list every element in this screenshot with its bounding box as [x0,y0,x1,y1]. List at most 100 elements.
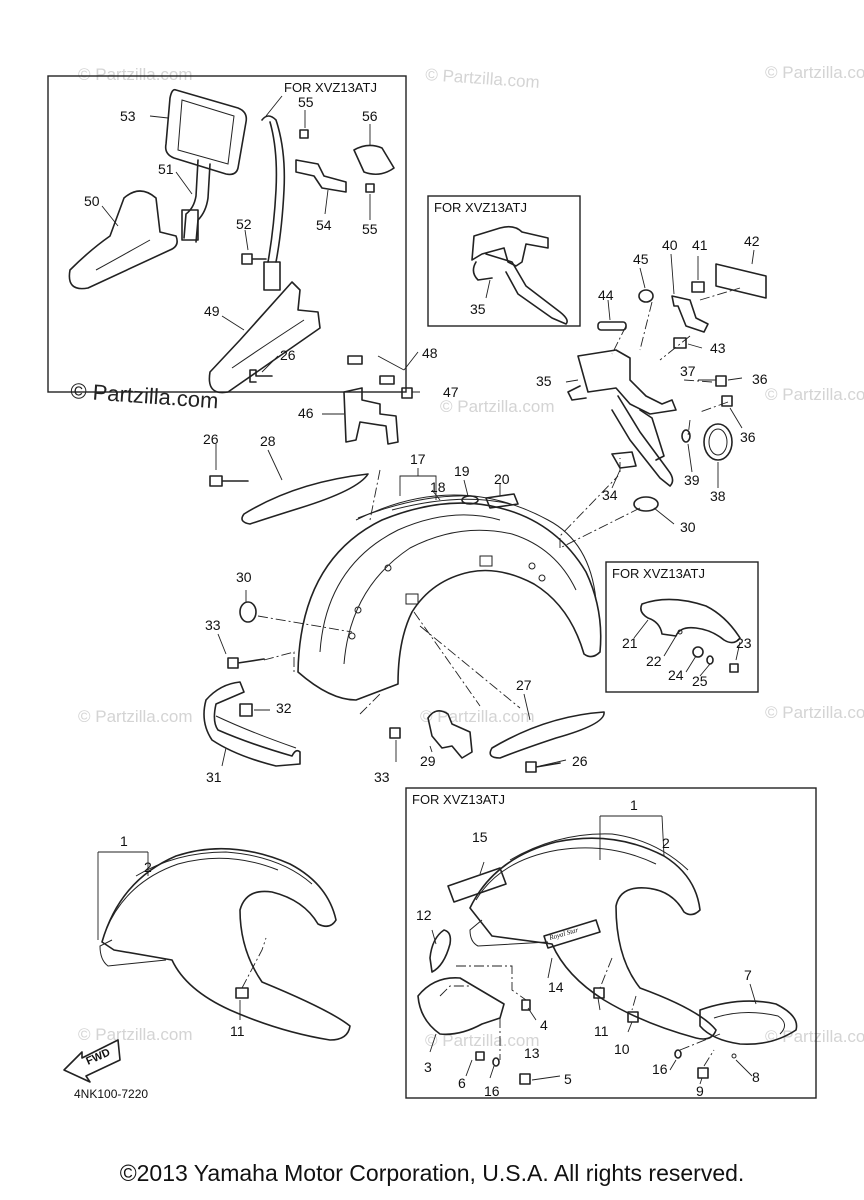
side-plate-50-edge [95,239,151,271]
rear-fender-top-lines [355,494,597,601]
trim-27-leaders [523,693,567,767]
callout-33: 33 [374,769,390,785]
callout-6: 6 [458,1075,466,1091]
backrest-stay-foot [181,209,199,241]
copyright: ©2013 Yamaha Motor Corporation, U.S.A. A… [119,1160,745,1186]
callout-16: 16 [484,1083,500,1099]
guard-box [605,561,759,693]
bracket-40 [671,295,709,333]
diagram-code: 4NK100-7220 [74,1087,148,1101]
front-fender-box-title: FOR XVZ13ATJ [412,792,505,807]
emblem-14 [543,919,601,949]
backrest-pad [164,88,248,176]
callout-40: 40 [662,237,678,253]
sissy-bar-tube [261,115,286,263]
callout-29: 29 [420,753,436,769]
backrest-box-title: FOR XVZ13ATJ [284,80,377,95]
bolt-33-center [389,727,401,739]
callout-32: 32 [276,700,292,716]
callout-19: 19 [454,463,470,479]
front-fender-dash [241,937,267,989]
cover-leaders [221,709,270,767]
callout-10: 10 [614,1041,630,1057]
callout-9: 9 [696,1083,704,1099]
bolt-26-box [249,369,273,383]
mid-top-leaders [322,351,420,415]
callout-52: 52 [236,216,252,232]
callout-18: 18 [430,479,446,495]
nut-24 [692,646,704,658]
label-15 [447,867,507,903]
callout-53: 53 [120,108,136,124]
right-top-leaders [565,249,755,525]
pin-8 [731,1053,737,1059]
callout-26: 26 [280,347,296,363]
bracket-29 [427,710,473,759]
side-plate-50 [68,190,178,290]
plate-42 [715,263,767,299]
callout-1: 1 [630,797,638,813]
bolt-26-left [209,475,249,487]
backrest-stay [183,159,211,243]
callout-42: 42 [744,233,760,249]
callout-25: 25 [692,673,708,689]
callout-28: 28 [260,433,276,449]
pad-56 [353,144,395,176]
trim-28-leaders [215,444,283,481]
callout-17: 17 [410,451,426,467]
bolt-55 [299,129,375,193]
callout-54: 54 [316,217,332,233]
callout-34: 34 [602,487,618,503]
center-dash [257,615,381,715]
callout-26: 26 [572,753,588,769]
guard-box-title: FOR XVZ13ATJ [612,566,705,581]
bracket-35-main [577,349,677,415]
callout-22: 22 [646,653,662,669]
callout-47: 47 [443,384,459,400]
bolt-52 [241,253,267,265]
label-20 [485,493,519,509]
fender-hole [354,606,362,614]
bracket-35-box-arm [472,253,568,325]
fasteners [475,987,709,1085]
bracket-35-arm [567,385,674,487]
backrest-leaders [101,95,371,373]
bracket-46 [343,387,399,445]
washer-25 [706,655,714,665]
center-dash-3 [369,469,619,548]
front-fender-ribs [99,857,279,967]
callout-43: 43 [710,340,726,356]
callout-21: 21 [622,635,638,651]
watermark: © Partzilla.com [425,65,541,92]
front-fender-lux-edge [509,833,689,871]
callout-20: 20 [494,471,510,487]
callout-45: 45 [633,251,649,267]
pin-44 [597,321,627,331]
callout-1: 1 [120,833,128,849]
callout-36: 36 [752,371,768,387]
bracket-35-box-plate [471,225,549,267]
front-fender-leaders [97,851,241,1020]
callout-7: 7 [744,967,752,983]
bracket-box [427,195,581,327]
callout-35: 35 [470,301,486,317]
watermark: © Partzilla.com [78,707,193,726]
callout-14: 14 [548,979,564,995]
callout-36: 36 [740,429,756,445]
watermarks: © Partzilla.com © Partzilla.com © Partzi… [78,63,864,1050]
callout-41: 41 [692,237,708,253]
fender-tab [405,593,419,605]
callout-30: 30 [236,569,252,585]
rubber-48 [347,355,395,385]
callout-4: 4 [540,1017,548,1033]
backrest-pad-inner [177,99,235,165]
callout-11: 11 [594,1023,609,1039]
trim-27 [489,711,605,759]
callout-2: 2 [662,835,670,851]
reflector-38-inner [708,428,728,456]
front-fender-lux-ribs [469,847,657,947]
callout-44: 44 [598,287,614,303]
front-fender [101,847,351,1041]
front-fender-edge [135,851,313,885]
